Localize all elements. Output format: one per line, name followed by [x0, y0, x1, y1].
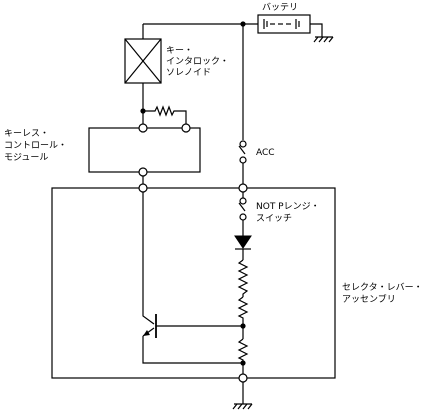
acc-label: ACC [256, 148, 275, 158]
terminal [138, 183, 148, 193]
not-p-label-line2: スイッチ [256, 214, 293, 224]
battery-label: バッテリ [262, 3, 299, 13]
keyless-label-line3: モジュール [4, 153, 49, 163]
resistor-2 [237, 296, 249, 326]
solenoid-label-line2: インタロック・ [166, 57, 229, 67]
collector-wire [142, 192, 155, 325]
battery-ground-icon [313, 36, 334, 43]
selector-label-line2: アッセンブリ [342, 295, 396, 305]
not-p-label-line1: NOT Pレンジ・ [256, 202, 320, 212]
battery-symbol [257, 14, 323, 37]
keyless-label-line1: キーレス・ [4, 129, 50, 139]
terminal [138, 123, 148, 133]
resistor-1 [237, 259, 249, 297]
terminal [238, 373, 248, 383]
resistor-3 [237, 338, 249, 363]
solenoid-label-line3: ソレノイド [166, 68, 212, 78]
transistor [142, 314, 243, 338]
solenoid-coil [124, 38, 162, 84]
emitter-wire [142, 336, 243, 364]
selector-label-line1: セレクタ・レバー・ [342, 283, 423, 293]
diode [234, 235, 252, 250]
keyless-resistor [143, 105, 187, 124]
acc-switch [238, 140, 247, 164]
keyless-label-line2: コントロール・ [4, 141, 68, 151]
not-p-range-switch [238, 197, 247, 221]
terminal [181, 123, 191, 133]
ground-icon [232, 403, 253, 410]
terminal [138, 167, 148, 177]
keyless-control-module-box [88, 127, 201, 173]
selector-lever-assembly-box [51, 187, 336, 379]
terminal [238, 183, 248, 193]
solenoid-label-line1: キー・ [166, 46, 194, 56]
